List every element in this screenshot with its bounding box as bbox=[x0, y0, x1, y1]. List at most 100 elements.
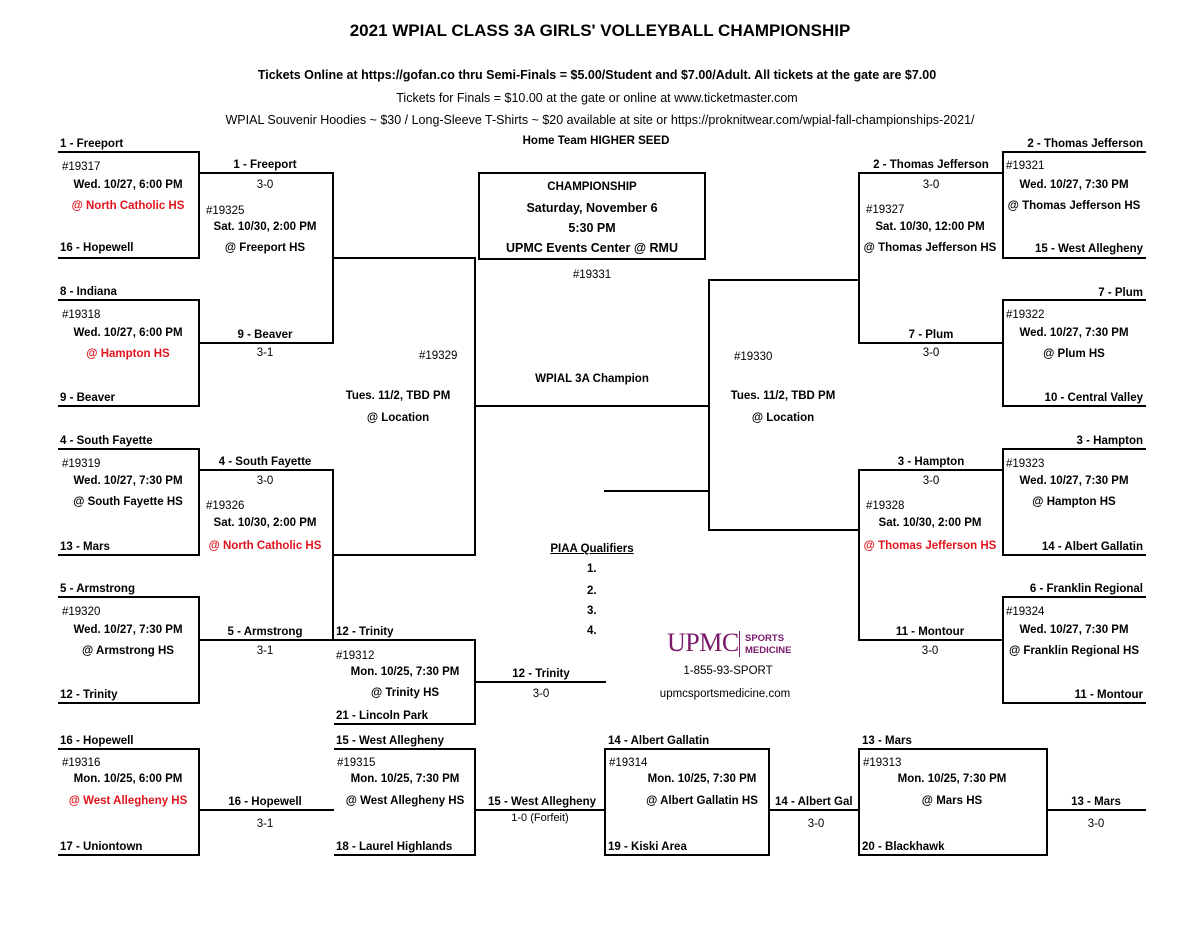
bracket-line bbox=[58, 748, 200, 750]
piaa-slot: 4. bbox=[587, 625, 597, 637]
bracket-line bbox=[1002, 448, 1146, 450]
piaa-qualifiers-title: PIAA Qualifiers bbox=[550, 543, 634, 555]
winner-label: 3 - Hampton bbox=[897, 456, 965, 468]
bracket-line bbox=[1002, 257, 1146, 259]
game-number: #19330 bbox=[734, 351, 773, 363]
sponsor-website[interactable]: upmcsportsmedicine.com bbox=[659, 688, 791, 700]
game-date: Mon. 10/25, 7:30 PM bbox=[350, 773, 460, 785]
bracket-line bbox=[1046, 748, 1048, 856]
winner-label: 13 - Mars bbox=[1071, 796, 1121, 808]
bracket-line bbox=[604, 854, 770, 856]
game-venue: @ West Allegheny HS bbox=[68, 795, 188, 807]
bracket-line bbox=[604, 490, 708, 492]
bracket-line bbox=[604, 748, 770, 750]
game-date: Mon. 10/25, 7:30 PM bbox=[647, 773, 757, 785]
bracket-line bbox=[604, 748, 606, 856]
piaa-slot: 1. bbox=[587, 563, 597, 575]
bracket-line bbox=[58, 702, 200, 704]
bracket-line bbox=[58, 405, 200, 407]
bracket-line bbox=[1002, 448, 1004, 556]
bracket-line bbox=[768, 809, 860, 811]
bracket-line bbox=[1046, 809, 1146, 811]
seed-bottom-label: 11 - Montour bbox=[1074, 689, 1143, 701]
match-score: 3-0 bbox=[921, 645, 939, 657]
seed-bottom-label: 15 - West Allegheny bbox=[1034, 243, 1143, 255]
bracket-line bbox=[1002, 151, 1146, 153]
game-venue: @ Thomas Jefferson HS bbox=[1007, 200, 1141, 212]
bracket-line bbox=[858, 748, 860, 856]
game-venue: @ Trinity HS bbox=[370, 687, 440, 699]
championship-date: Saturday, November 6 bbox=[526, 201, 658, 215]
bracket-line bbox=[334, 854, 476, 856]
game-date: Mon. 10/25, 7:30 PM bbox=[350, 666, 460, 678]
home-team-note: Home Team HIGHER SEED bbox=[522, 135, 670, 147]
bracket-line bbox=[708, 529, 860, 531]
game-date: Wed. 10/27, 7:30 PM bbox=[73, 475, 183, 487]
game-date: Wed. 10/27, 7:30 PM bbox=[1019, 475, 1129, 487]
championship-time: 5:30 PM bbox=[568, 221, 616, 235]
seed-top-label: 2 - Thomas Jefferson bbox=[1027, 138, 1143, 150]
championship-game-number: #19331 bbox=[572, 269, 612, 281]
winner-label: 9 - Beaver bbox=[237, 329, 293, 341]
game-venue: @ Hampton HS bbox=[1032, 496, 1116, 508]
ticket-info-finals: Tickets for Finals = $10.00 at the gate … bbox=[396, 91, 798, 105]
seed-top-label: 7 - Plum bbox=[1098, 287, 1143, 299]
bracket-line bbox=[1002, 596, 1004, 704]
seed-bottom-label: 12 - Trinity bbox=[60, 689, 118, 701]
bracket-line bbox=[198, 469, 334, 471]
game-date: Wed. 10/27, 6:00 PM bbox=[73, 327, 183, 339]
match-score: 3-1 bbox=[256, 347, 274, 359]
seed-bottom-label: 21 - Lincoln Park bbox=[336, 710, 429, 722]
seed-bottom-label: 20 - Blackhawk bbox=[862, 841, 945, 853]
seed-top-label: 16 - Hopewell bbox=[60, 735, 134, 747]
game-number: #19327 bbox=[866, 204, 905, 216]
game-number: #19322 bbox=[1006, 309, 1045, 321]
bracket-line bbox=[1002, 151, 1004, 259]
bracket-line bbox=[860, 469, 1004, 471]
seed-bottom-label: 19 - Kiski Area bbox=[608, 841, 687, 853]
seed-top-label: 13 - Mars bbox=[862, 735, 912, 747]
bracket-line bbox=[198, 151, 200, 259]
game-number: #19326 bbox=[206, 500, 245, 512]
game-number: #19312 bbox=[336, 650, 375, 662]
game-venue: @ Location bbox=[366, 412, 430, 424]
game-number: #19319 bbox=[62, 458, 101, 470]
game-number: #19324 bbox=[1006, 606, 1045, 618]
match-score: 3-0 bbox=[256, 475, 274, 487]
sponsor-phone: 1-855-93-SPORT bbox=[683, 665, 773, 677]
bracket-line bbox=[474, 405, 710, 407]
game-venue: @ Thomas Jefferson HS bbox=[863, 540, 997, 552]
bracket-line bbox=[198, 596, 200, 704]
page-title: 2021 WPIAL CLASS 3A GIRLS' VOLLEYBALL CH… bbox=[349, 21, 851, 40]
match-score: 3-0 bbox=[256, 179, 274, 191]
piaa-slot: 3. bbox=[587, 605, 597, 617]
game-date: Wed. 10/27, 7:30 PM bbox=[1019, 624, 1129, 636]
bracket-line bbox=[198, 342, 334, 344]
bracket-line bbox=[198, 448, 200, 556]
game-date: Sat. 10/30, 2:00 PM bbox=[878, 517, 982, 529]
bracket-line bbox=[858, 748, 1048, 750]
bracket-line bbox=[198, 299, 200, 407]
bracket-line bbox=[198, 172, 334, 174]
seed-top-label: 5 - Armstrong bbox=[60, 583, 135, 595]
seed-bottom-label: 13 - Mars bbox=[60, 541, 110, 553]
seed-bottom-label: 17 - Uniontown bbox=[60, 841, 143, 853]
game-number: #19313 bbox=[863, 757, 902, 769]
game-venue: @ Mars HS bbox=[921, 795, 983, 807]
bracket-line bbox=[1002, 299, 1004, 407]
bracket-line bbox=[858, 172, 860, 344]
match-score: 3-1 bbox=[256, 818, 274, 830]
winner-label: 2 - Thomas Jefferson bbox=[873, 159, 989, 171]
bracket-line bbox=[860, 639, 1004, 641]
match-score: 3-0 bbox=[807, 818, 825, 830]
winner-label: 4 - South Fayette bbox=[218, 456, 312, 468]
bracket-line bbox=[58, 448, 200, 450]
bracket-line bbox=[1002, 405, 1146, 407]
seed-top-label: 6 - Franklin Regional bbox=[1029, 583, 1143, 595]
championship-box bbox=[478, 172, 706, 260]
bracket-line bbox=[58, 151, 200, 153]
game-venue: @ South Fayette HS bbox=[73, 496, 183, 508]
game-date: Tues. 11/2, TBD PM bbox=[345, 390, 451, 402]
bracket-line bbox=[58, 596, 200, 598]
